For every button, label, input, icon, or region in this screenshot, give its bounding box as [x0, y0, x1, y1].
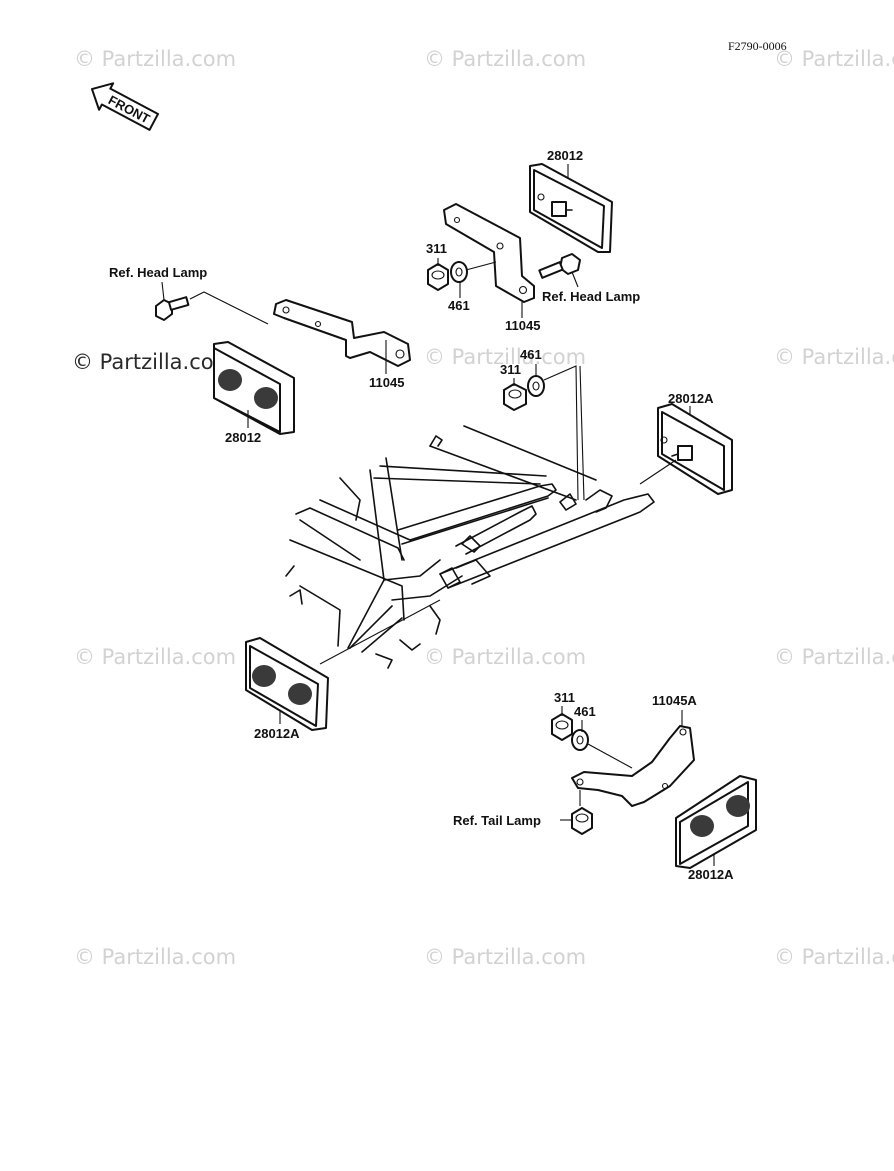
washer-461-lower [571, 729, 589, 751]
vehicle-frame [285, 425, 655, 669]
reflector-28012A-lower-left [245, 637, 329, 731]
bracket-11045A [571, 725, 695, 807]
watermark: © Partzilla.com [774, 345, 894, 369]
label-28012: 28012 [547, 148, 583, 163]
label-461: 461 [574, 704, 596, 719]
label-11045: 11045 [505, 318, 540, 333]
label-28012A: 28012A [254, 726, 300, 741]
label-ref-head-lamp: Ref. Head Lamp [542, 289, 640, 304]
label-311: 311 [500, 362, 521, 377]
watermark: © Partzilla.com [774, 945, 894, 969]
callouts: 28012 Ref. Head Lamp 311 461 Ref. Head L… [109, 148, 734, 882]
watermark: © Partzilla.com [424, 47, 586, 71]
label-28012A: 28012A [668, 391, 714, 406]
bracket-11045-left [273, 299, 411, 367]
leader-line [543, 365, 579, 501]
leader-line [319, 599, 441, 665]
watermark: © Partzilla.com [424, 345, 586, 369]
label-ref-head-lamp: Ref. Head Lamp [109, 265, 207, 280]
leader-line [189, 291, 269, 325]
label-311: 311 [554, 690, 575, 705]
nut-311-mid [503, 383, 527, 411]
nut-311-lower [551, 713, 573, 741]
bolt-head-lamp-right [538, 253, 581, 279]
watermark: © Partzilla.com [774, 47, 894, 71]
watermark-main: © Partzilla.com [72, 350, 234, 374]
reflector-28012A-right [657, 403, 733, 495]
watermark: © Partzilla.com [424, 645, 586, 669]
front-arrow-icon: FRONT [90, 82, 160, 131]
watermark: © Partzilla.com [424, 945, 586, 969]
bracket-11045-top [443, 203, 535, 303]
watermark-group: © Partzilla.com © Partzilla.com © Partzi… [72, 47, 894, 969]
label-461: 461 [520, 347, 542, 362]
leader-line [639, 459, 677, 485]
label-311: 311 [426, 241, 447, 256]
label-28012: 28012 [225, 430, 261, 445]
reflector-28012-top [529, 163, 613, 253]
watermark: © Partzilla.com [774, 645, 894, 669]
washer-461-mid [527, 375, 545, 397]
nut-311-top [427, 263, 449, 291]
label-28012A: 28012A [688, 867, 734, 882]
bolt-head-lamp-left [155, 296, 190, 321]
nut-ref-tail-lamp [571, 807, 593, 835]
watermark: © Partzilla.com [74, 945, 236, 969]
watermark: © Partzilla.com [74, 645, 236, 669]
label-461: 461 [448, 298, 470, 313]
leader-line [587, 743, 633, 769]
label-ref-tail-lamp: Ref. Tail Lamp [453, 813, 541, 828]
reflector-28012A-bracket [675, 775, 757, 869]
washer-461-top [450, 261, 468, 283]
leader-line [465, 261, 497, 271]
label-11045: 11045 [369, 375, 404, 390]
watermark: © Partzilla.com [74, 47, 236, 71]
reflector-28012-left [213, 341, 295, 435]
leader-line [579, 365, 585, 501]
figure-code: F2790-0006 [728, 39, 787, 53]
label-11045A: 11045A [652, 693, 697, 708]
